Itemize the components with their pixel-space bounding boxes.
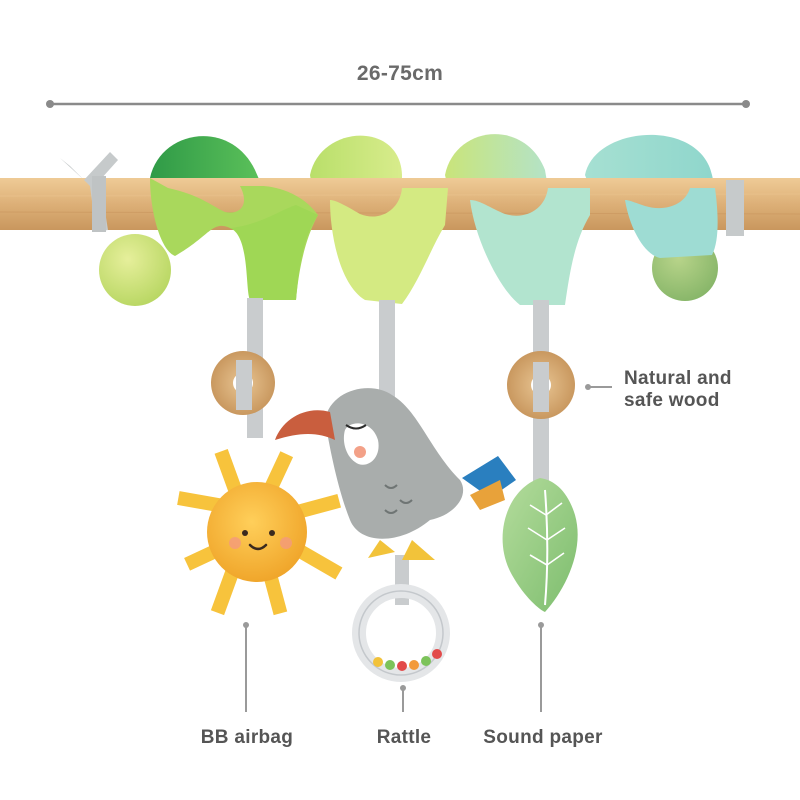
rattle-label: Rattle [376,727,432,748]
wood-callout-label: Natural and safe wood [624,368,732,412]
wood-callout-line1: Natural and [624,368,732,389]
callout-airbag-line [243,622,249,712]
spiral-back [150,134,715,188]
sun-toy [177,448,343,616]
left-strap [60,152,118,232]
wood-ring-right [507,351,575,419]
sound-paper-label: Sound paper [483,727,603,748]
wood-callout-line2: safe wood [624,390,720,411]
bird-toy [275,388,516,560]
callout-wood-line [585,384,612,390]
spiral-front [150,178,718,305]
callout-paper-line [538,622,544,712]
left-end-ball [99,234,171,306]
rattle-ring [352,584,450,682]
dimension-line [46,100,750,108]
leaf-toy [502,478,578,612]
right-strap [726,180,744,236]
airbag-label: BB airbag [200,727,294,748]
wood-ring-left [211,351,275,415]
callout-rattle-line [400,685,406,712]
dimension-label: 26-75cm [356,62,444,85]
